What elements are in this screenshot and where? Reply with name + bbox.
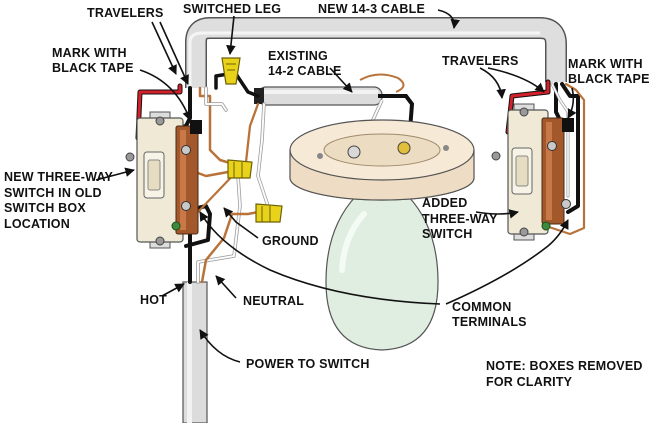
new-14-3-cable: [185, 17, 567, 88]
label-added-line3: SWITCH: [422, 227, 473, 241]
wire-nuts: [221, 57, 283, 223]
label-mark-black-tape-left: MARK WITH BLACK TAPE: [52, 46, 134, 76]
label-new-14-3-cable: NEW 14-3 CABLE: [318, 2, 425, 16]
label-hot: HOT: [140, 293, 167, 307]
label-existing-line2: 14-2 CABLE: [268, 64, 342, 78]
label-new-switch-line3: SWITCH BOX: [4, 201, 86, 215]
label-existing-14-2-cable: EXISTING 14-2 CABLE: [268, 49, 342, 79]
label-mark-left-line2: BLACK TAPE: [52, 61, 134, 75]
label-existing-line1: EXISTING: [268, 49, 328, 63]
label-mark-black-tape-right: MARK WITH BLACK TAPE: [568, 57, 650, 87]
label-added-three-way-switch: ADDED THREE-WAY SWITCH: [422, 196, 498, 243]
light-fixture: [289, 73, 475, 351]
label-common-terminals: COMMON TERMINALS: [452, 300, 527, 330]
label-new-switch-line1: NEW THREE-WAY: [4, 170, 114, 184]
label-note-line2: FOR CLARITY: [486, 375, 573, 389]
label-common-line2: TERMINALS: [452, 315, 527, 329]
power-feed-cable: [182, 281, 208, 423]
callout-lines: [95, 9, 577, 363]
label-new-switch-line2: SWITCH IN OLD: [4, 185, 102, 200]
label-travelers-right: TRAVELERS: [442, 54, 519, 68]
label-mark-left-line1: MARK WITH: [52, 46, 127, 60]
label-neutral: NEUTRAL: [243, 294, 305, 308]
label-note-line1: NOTE: BOXES REMOVED: [486, 359, 643, 373]
existing-14-2-cable: [254, 86, 383, 106]
label-common-line1: COMMON: [452, 300, 512, 314]
label-mark-right-line2: BLACK TAPE: [568, 72, 650, 86]
label-ground: GROUND: [262, 234, 319, 248]
left-three-way-switch: [125, 111, 202, 249]
label-added-line2: THREE-WAY: [422, 211, 498, 226]
label-travelers-left: TRAVELERS: [87, 6, 164, 20]
label-added-line1: ADDED: [422, 196, 468, 210]
label-new-three-way-switch: NEW THREE-WAY SWITCH IN OLD SWITCH BOX L…: [4, 170, 113, 232]
label-note: NOTE: BOXES REMOVED FOR CLARITY: [486, 358, 643, 390]
label-switched-leg: SWITCHED LEG: [183, 2, 282, 16]
right-three-way-switch: [491, 103, 574, 241]
label-mark-right-line1: MARK WITH: [568, 57, 643, 71]
label-new-switch-line4: LOCATION: [4, 216, 70, 231]
label-power-to-switch: POWER TO SWITCH: [246, 357, 370, 371]
